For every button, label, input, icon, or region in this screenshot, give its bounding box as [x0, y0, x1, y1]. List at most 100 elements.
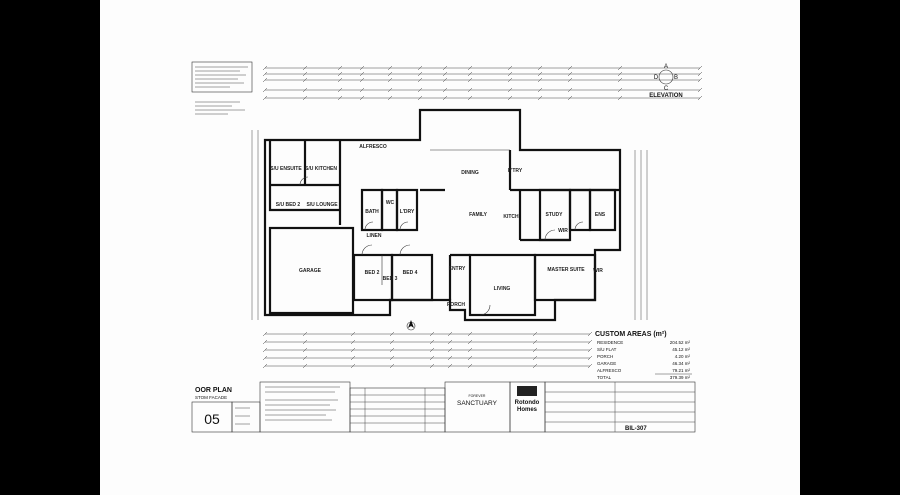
dimension-tick — [697, 87, 703, 93]
room-family: FAMILY — [469, 212, 488, 218]
dimension-tick — [417, 71, 423, 77]
dimension-tick — [359, 65, 365, 71]
dimension-tick — [262, 65, 268, 71]
dimension-tick — [387, 71, 393, 77]
door-swings — [299, 176, 584, 316]
dimension-tick — [467, 95, 473, 101]
room-living: LIVING — [494, 286, 511, 292]
dimension-tick — [447, 355, 453, 361]
room-laundry: L'DRY — [400, 209, 415, 215]
area-label: S/U FLAT — [597, 347, 617, 352]
dimension-tick — [262, 355, 268, 361]
dimension-tick — [350, 339, 356, 345]
dimension-tick — [442, 95, 448, 101]
area-value: 379.39 m² — [670, 375, 691, 380]
dimension-tick — [532, 339, 538, 345]
dimension-tick — [587, 347, 593, 353]
dimension-tick — [350, 347, 356, 353]
dimension-tick — [567, 65, 573, 71]
elevation-marker: A B C D ELEVATION — [649, 64, 682, 99]
room-master-suite: MASTER SUITE — [547, 267, 585, 273]
dimension-tick — [537, 71, 543, 77]
dimension-tick — [417, 77, 423, 83]
dimension-tick — [359, 95, 365, 101]
dimension-tick — [507, 87, 513, 93]
north-arrow-icon — [406, 320, 416, 331]
dimension-tick — [359, 77, 365, 83]
dimension-tick — [350, 331, 356, 337]
dimension-tick — [442, 71, 448, 77]
room-porch: PORCH — [447, 302, 465, 308]
dimension-tick — [262, 77, 268, 83]
dimension-tick — [587, 339, 593, 345]
dimension-tick — [337, 95, 343, 101]
room-kitchen: KITCH — [503, 214, 519, 220]
dimension-tick — [617, 77, 623, 83]
dimension-tick — [262, 363, 268, 369]
room-su-bed-2: S/U BED 2 — [276, 202, 301, 208]
dimension-tick — [359, 87, 365, 93]
room-su-ensuite: S/U ENSUITE — [270, 166, 302, 172]
dimension-tick — [302, 95, 308, 101]
estate-small-text: FOREVER — [469, 394, 486, 398]
area-label: ALFRESCO — [597, 368, 622, 373]
drawing-sheet: A B C D ELEVATION — [100, 0, 800, 495]
dimension-tick — [302, 355, 308, 361]
dimension-tick — [467, 65, 473, 71]
dimension-tick — [302, 65, 308, 71]
dimension-tick — [447, 331, 453, 337]
elevation-letter-d: D — [654, 75, 659, 81]
dimension-tick — [567, 87, 573, 93]
area-value: 204.52 m² — [670, 340, 691, 345]
dimension-tick — [337, 87, 343, 93]
dimension-tick — [467, 71, 473, 77]
elevation-letter-c: C — [664, 86, 669, 92]
dimension-tick — [302, 363, 308, 369]
floor-plan: A B C D ELEVATION — [191, 61, 703, 433]
area-value: 79.21 m² — [672, 368, 690, 373]
dimension-tick — [697, 71, 703, 77]
dimension-tick — [337, 71, 343, 77]
room-alfresco: ALFRESCO — [359, 144, 387, 150]
dimension-tick — [617, 87, 623, 93]
dimension-tick — [262, 71, 268, 77]
drawing-number: BIL-307 — [625, 426, 647, 432]
dimension-tick — [467, 355, 473, 361]
walls — [263, 108, 622, 322]
dimension-tick — [532, 363, 538, 369]
dimension-tick — [389, 363, 395, 369]
builder-name-line1: Rotondo — [515, 400, 540, 406]
dimension-tick — [467, 331, 473, 337]
room-study: STUDY — [546, 212, 564, 218]
dimension-tick — [387, 87, 393, 93]
dimension-tick — [697, 65, 703, 71]
dimension-tick — [429, 331, 435, 337]
dimension-tick — [697, 95, 703, 101]
area-value: 46.34 m² — [672, 361, 690, 366]
dimension-tick — [429, 347, 435, 353]
dimension-tick — [262, 347, 268, 353]
dimension-tick — [467, 363, 473, 369]
dimension-tick — [302, 77, 308, 83]
dimension-tick — [387, 95, 393, 101]
dimension-tick — [537, 65, 543, 71]
room-ens: ENS — [595, 212, 606, 218]
dimension-tick — [537, 87, 543, 93]
dimension-tick — [389, 347, 395, 353]
dimension-tick — [467, 77, 473, 83]
general-notes — [191, 61, 253, 115]
dimension-tick — [532, 355, 538, 361]
dimension-tick — [442, 87, 448, 93]
dimension-tick — [447, 363, 453, 369]
room-bed-3: BED 3 — [383, 276, 398, 282]
elevation-label: ELEVATION — [649, 93, 682, 99]
dimension-tick — [532, 347, 538, 353]
dimension-tick — [262, 339, 268, 345]
dimension-tick — [389, 331, 395, 337]
dimension-tick — [507, 95, 513, 101]
dimension-tick — [617, 95, 623, 101]
room-wir-master: WIR — [593, 268, 603, 274]
dimension-tick — [302, 71, 308, 77]
dimension-tick — [467, 87, 473, 93]
area-label: RESIDENCE — [597, 340, 623, 345]
